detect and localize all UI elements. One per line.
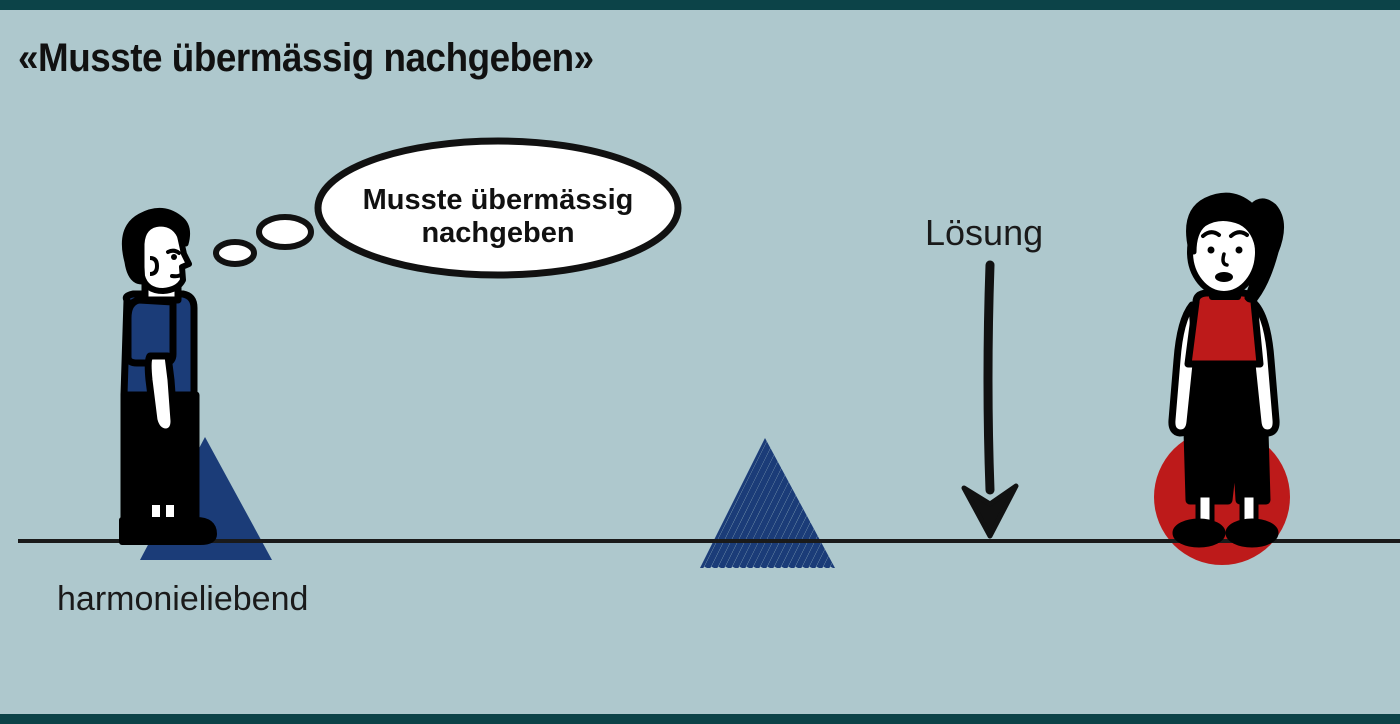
- bottom-frame-bar: [0, 714, 1400, 724]
- left-figure-arm: [144, 352, 178, 436]
- thought-bubble-dot-large: [256, 214, 314, 250]
- right-figure: [1168, 192, 1284, 548]
- thought-bubble: [213, 137, 682, 279]
- left-figure-sleeve: [124, 296, 177, 367]
- right-figure-top: [1184, 289, 1264, 368]
- solution-arrow: [961, 260, 1019, 539]
- left-figure-hair: [121, 208, 190, 285]
- top-frame-bar: [0, 0, 1400, 10]
- left-figure-label: harmonieliebend: [57, 580, 309, 618]
- right-figure-hair: [1186, 192, 1284, 303]
- left-figure-shoe: [119, 517, 217, 545]
- right-figure-shoe: [1172, 518, 1226, 548]
- page-title: «Musste übermässig nachgeben»: [18, 36, 594, 80]
- thought-bubble-balloon: [314, 137, 682, 279]
- hatched-triangle: [700, 438, 835, 568]
- left-figure: [119, 208, 217, 545]
- thought-bubble-dot-medium: [213, 239, 257, 267]
- right-figure-shoe: [1225, 518, 1279, 548]
- solution-arrow-label: Lösung: [925, 212, 1044, 253]
